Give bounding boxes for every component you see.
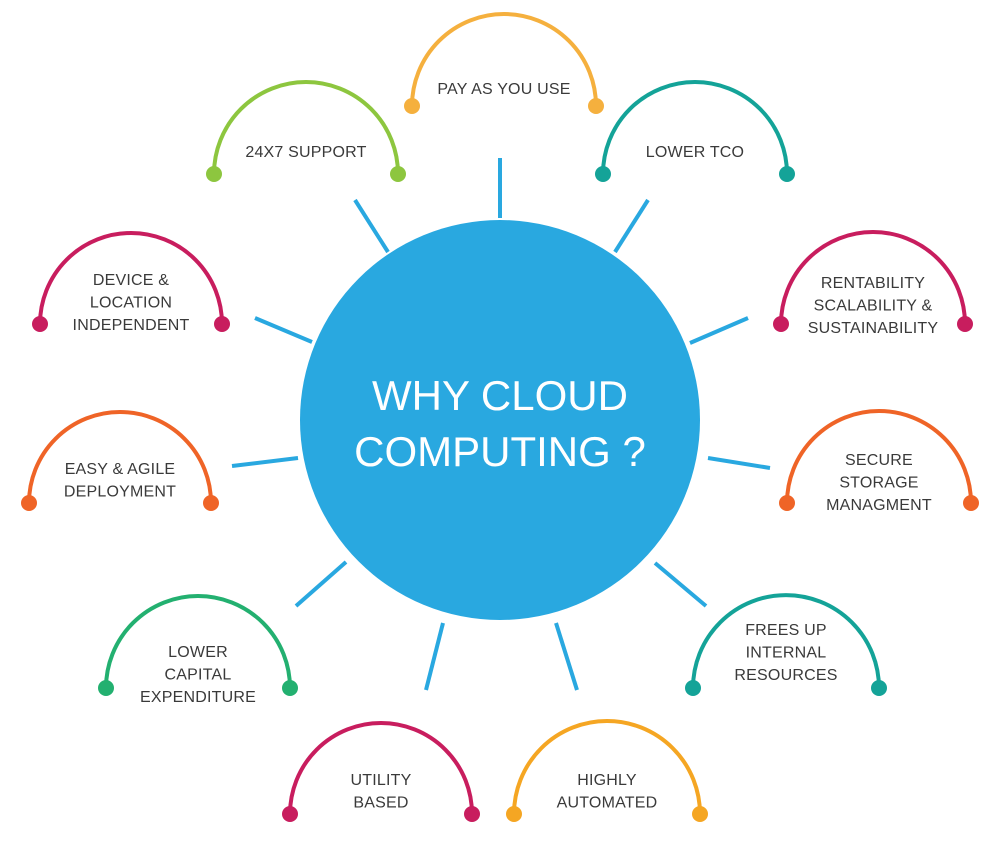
node-label: DEPLOYMENT xyxy=(64,484,176,501)
node-dot-right xyxy=(390,166,406,182)
node-label: CAPITAL xyxy=(165,667,232,684)
spoke-line xyxy=(294,560,348,608)
node-label: SECURE xyxy=(845,452,913,469)
node-lower-tco: LOWER TCO xyxy=(595,80,795,182)
node-dot-left xyxy=(506,806,522,822)
node-dot-right xyxy=(203,495,219,511)
node-label: RENTABILITY xyxy=(821,275,925,292)
spokes xyxy=(231,158,771,691)
node-dot-right xyxy=(214,316,230,332)
node-support: 24X7 SUPPORT xyxy=(206,80,406,182)
node-label: STORAGE xyxy=(839,475,918,492)
node-dot-left xyxy=(21,495,37,511)
node-dot-right xyxy=(464,806,480,822)
node-label: 24X7 SUPPORT xyxy=(245,144,366,161)
node-dot-right xyxy=(779,166,795,182)
node-arc xyxy=(38,231,224,325)
center-circle xyxy=(300,220,700,620)
node-label: EXPENDITURE xyxy=(140,689,256,706)
center-title-line-2: COMPUTING ? xyxy=(354,428,646,475)
node-dot-left xyxy=(773,316,789,332)
node-label: EASY & AGILE xyxy=(65,461,176,478)
node-dot-left xyxy=(206,166,222,182)
spoke-line xyxy=(653,561,708,608)
spoke-line xyxy=(353,198,390,254)
node-label: DEVICE & xyxy=(93,272,169,289)
node-pay-as-you-use: PAY AS YOU USE xyxy=(404,12,604,114)
node-label: SUSTAINABILITY xyxy=(808,320,939,337)
node-dot-right xyxy=(871,680,887,696)
node-highly-automated: HIGHLY AUTOMATED xyxy=(506,719,708,822)
node-label: LOWER TCO xyxy=(646,144,744,161)
node-dot-left xyxy=(685,680,701,696)
node-label: UTILITY xyxy=(351,772,412,789)
node-device-location: DEVICE & LOCATION INDEPENDENT xyxy=(32,231,230,334)
node-frees-up: FREES UP INTERNAL RESOURCES xyxy=(685,593,887,696)
node-arc xyxy=(288,721,474,815)
node-arc xyxy=(691,593,881,689)
spoke-line xyxy=(424,622,445,691)
node-rentability: RENTABILITY SCALABILITY & SUSTAINABILITY xyxy=(773,230,973,337)
node-label: INDEPENDENT xyxy=(73,317,190,334)
node-label: RESOURCES xyxy=(734,667,837,684)
node-dot-right xyxy=(282,680,298,696)
node-arc xyxy=(212,80,400,175)
spoke-line xyxy=(554,622,579,691)
node-arc xyxy=(410,12,598,107)
node-label: FREES UP xyxy=(745,622,827,639)
spoke-line xyxy=(254,316,313,344)
node-dot-left xyxy=(98,680,114,696)
node-arc xyxy=(601,80,789,175)
center-hub: WHY CLOUD COMPUTING ? xyxy=(300,220,700,620)
center-title-line-1: WHY CLOUD xyxy=(372,372,628,419)
node-label: LOWER xyxy=(168,644,228,661)
node-label: AUTOMATED xyxy=(557,795,658,812)
spoke-line xyxy=(613,198,650,254)
spoke-line xyxy=(231,456,299,468)
node-dot-right xyxy=(963,495,979,511)
node-arc xyxy=(104,594,292,689)
node-lower-capex: LOWER CAPITAL EXPENDITURE xyxy=(98,594,298,706)
node-label: BASED xyxy=(353,795,408,812)
node-label: SCALABILITY & xyxy=(814,298,933,315)
node-dot-right xyxy=(692,806,708,822)
node-arc xyxy=(27,410,213,504)
spoke-line xyxy=(689,316,749,345)
node-dot-right xyxy=(957,316,973,332)
node-dot-left xyxy=(404,98,420,114)
node-easy-agile: EASY & AGILE DEPLOYMENT xyxy=(21,410,219,511)
node-label: PAY AS YOU USE xyxy=(437,81,570,98)
node-label: HIGHLY xyxy=(577,772,637,789)
node-dot-left xyxy=(595,166,611,182)
node-dot-left xyxy=(779,495,795,511)
node-arc xyxy=(785,409,973,504)
node-arc xyxy=(779,230,967,325)
node-arc xyxy=(512,719,702,815)
node-dot-left xyxy=(282,806,298,822)
node-secure-storage: SECURE STORAGE MANAGMENT xyxy=(779,409,979,514)
node-dot-right xyxy=(588,98,604,114)
node-dot-left xyxy=(32,316,48,332)
node-label: MANAGMENT xyxy=(826,497,932,514)
node-label: LOCATION xyxy=(90,295,172,312)
node-label: INTERNAL xyxy=(746,645,827,662)
benefit-nodes: PAY AS YOU USE LOWER TCO RENTABILITY SCALAB… xyxy=(21,12,979,822)
node-utility-based: UTILITY BASED xyxy=(282,721,480,822)
spoke-line xyxy=(707,456,771,470)
